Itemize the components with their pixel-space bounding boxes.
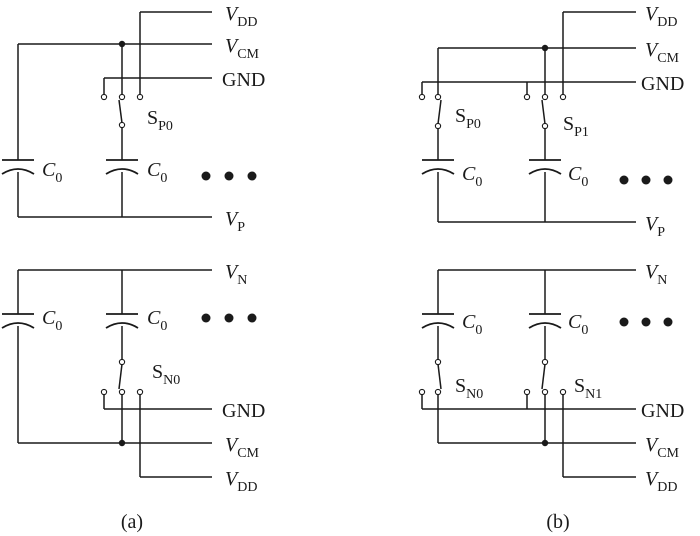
vcm-label: VCM [645,434,680,461]
caption-b: (b) [546,511,569,533]
vdd-label: VDD [225,3,257,30]
gnd-label: GND [222,69,265,91]
c0-label: C0 [147,307,167,334]
junction-node [118,40,126,48]
capacitor-c0 [1,313,35,329]
vn-label: VN [225,261,247,288]
vp-label: VP [225,208,245,235]
caption-a: (a) [121,511,143,533]
vdd-label: VDD [645,468,677,495]
sp1-label: SP1 [563,113,589,140]
switch-sp0-pins [418,93,442,130]
vcm-label: VCM [225,35,260,62]
capacitor-c0 [1,159,35,175]
vn-label: VN [645,261,667,288]
ellipsis-dots [201,313,257,323]
switch-sp0-pins [100,93,144,129]
sp0-label: SP0 [455,105,481,132]
capacitor-c0 [105,313,139,329]
capacitor-c0 [105,159,139,175]
switch-sp1-pins [523,93,567,130]
vcm-label: VCM [645,39,680,66]
sn1-label: SN1 [574,375,602,402]
panel-b-top-wiring [421,11,636,223]
panel-a-bottom-wiring [17,269,212,478]
capacitor-c0 [528,159,562,175]
c0-label: C0 [568,163,588,190]
c0-label: C0 [462,311,482,338]
sn0-label: SN0 [152,361,180,388]
c0-label: C0 [568,311,588,338]
vdd-label: VDD [225,468,257,495]
c0-label: C0 [147,159,167,186]
gnd-label: GND [222,400,265,422]
c0-label: C0 [42,307,62,334]
switch-sn1-pins [523,358,567,396]
sn0-label: SN0 [455,375,483,402]
panel-a-top-wiring [17,11,212,218]
gnd-label: GND [641,73,684,95]
switch-sn0-pins [418,358,442,396]
panel-b-bottom-wiring [421,269,636,478]
ellipsis-dots [619,317,673,327]
junction-node [541,44,549,52]
sp0-label: SP0 [147,107,173,134]
capacitor-c0 [421,313,455,329]
capacitor-c0 [421,159,455,175]
ellipsis-dots [201,171,257,181]
c0-label: C0 [42,159,62,186]
gnd-label: GND [641,400,684,422]
capacitor-c0 [528,313,562,329]
switch-sn0-pins [100,358,144,396]
vdd-label: VDD [645,3,677,30]
vcm-label: VCM [225,434,260,461]
c0-label: C0 [462,163,482,190]
ellipsis-dots [619,175,673,185]
vp-label: VP [645,213,665,240]
junction-node [118,439,126,447]
junction-node [541,439,549,447]
